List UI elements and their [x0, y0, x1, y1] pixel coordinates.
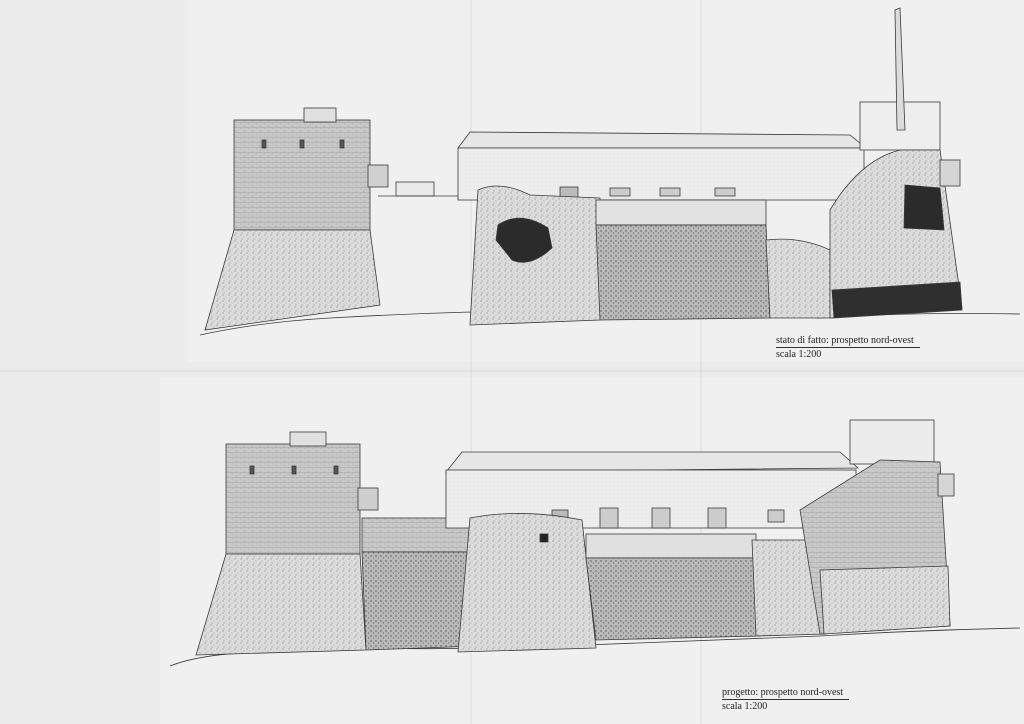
curtain-wall-front [585, 557, 761, 641]
central-bastion [457, 513, 597, 653]
caption-title: progetto: prospetto nord-ovest [722, 686, 850, 700]
tower-cap [289, 431, 327, 447]
antenna [894, 7, 906, 131]
fold-line [0, 370, 1024, 372]
caption-title: stato di fatto: prospetto nord-ovest [776, 334, 920, 348]
fold-line [470, 0, 472, 724]
existing-elevation [199, 7, 1021, 336]
left-tower-upper [233, 119, 371, 231]
caption-scale: scala 1:200 [776, 349, 822, 360]
caption-scale: scala 1:200 [722, 701, 768, 712]
collapse-area [495, 217, 553, 263]
left-tower-base [204, 229, 381, 331]
project-elevation [169, 419, 1021, 667]
left-tower-base [195, 553, 367, 656]
existing-elevation-caption: stato di fatto: prospetto nord-ovest sca… [776, 334, 920, 361]
project-elevation-caption: progetto: prospetto nord-ovest scala 1:2… [722, 686, 850, 713]
fold-line [700, 0, 702, 724]
left-tower-upper [225, 443, 361, 555]
right-tower [849, 419, 935, 465]
curtain-wall [595, 224, 771, 321]
tower-cap [303, 107, 337, 123]
